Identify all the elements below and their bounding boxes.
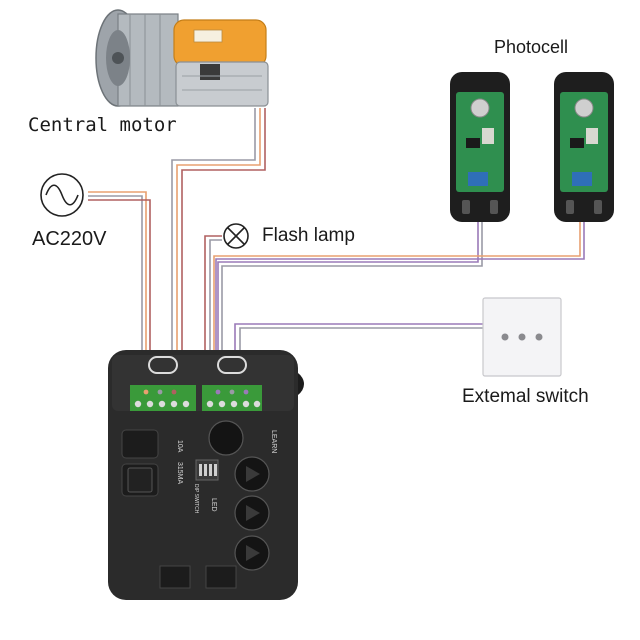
wire-ac-supply: [88, 191, 151, 360]
lamp-cross-icon: [223, 223, 249, 249]
wire-flash-lamp: [204, 235, 222, 360]
arrow-down-icon: [234, 535, 270, 571]
learn-label: LEARN: [270, 430, 277, 453]
ac-supply-label: AC220V: [32, 228, 107, 250]
photocell-left: [450, 72, 510, 222]
dip-switch-label: DIP SWITCH: [193, 484, 199, 514]
led-label: LED: [210, 498, 217, 512]
fuse-10a-label: 10A: [176, 440, 183, 453]
terminal-block-right: [202, 385, 262, 411]
photocell-right: [554, 72, 614, 222]
terminal-block-left: [130, 385, 196, 411]
arrow-up-icon: [234, 456, 270, 492]
external-switch: [482, 297, 562, 377]
flash-lamp-label: Flash lamp: [262, 225, 355, 246]
wires: [88, 108, 585, 360]
central-motor: [95, 9, 269, 107]
wire-motor: [171, 108, 266, 360]
wire-photocell: [213, 216, 585, 360]
central-motor-label: Central motor: [28, 114, 177, 136]
controller: 10A 315MA DIP SWITCH LEARN LED: [108, 350, 304, 600]
sine-wave-icon: [40, 173, 84, 217]
lock-icon: [208, 420, 244, 456]
external-switch-label: Extemal switch: [462, 386, 589, 407]
wire-external-switch: [234, 323, 486, 360]
fuse-315ma-label: 315MA: [176, 462, 183, 485]
photocell-label: Photocell: [494, 37, 569, 57]
arrow-right-icon: [234, 495, 270, 531]
